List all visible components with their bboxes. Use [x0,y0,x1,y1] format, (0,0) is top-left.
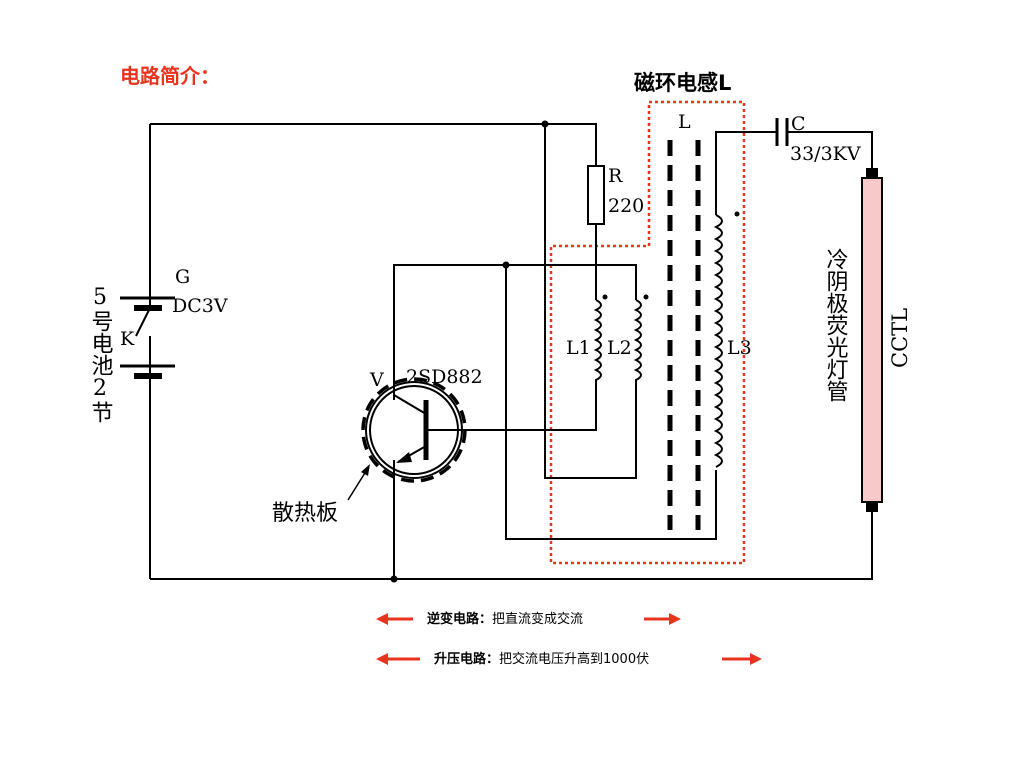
lamp-description: 冷阴极荧光灯管 [823,248,849,402]
junction-dots [390,120,549,583]
note-2-bold: 升压电路： [434,651,499,667]
core-box [549,100,746,565]
resistor-value: 220 [608,195,644,217]
transistor-model: 2SD882 [406,366,483,388]
transistor [361,377,467,483]
note-2-text: 把交流电压升高到1000伏 [499,651,649,667]
capacitor-value: 33/3KV [790,143,861,165]
coil-l3-dot [734,211,740,217]
battery [120,296,175,379]
battery-description: 5号电池2节 [88,285,114,423]
lamp-tube [861,177,883,503]
coil-l1 [593,299,602,385]
wires [149,123,873,580]
note-2: 升压电路：把交流电压升高到1000伏 [376,651,762,667]
battery-voltage: DC3V [172,295,228,317]
coil-l2-dot [643,294,649,300]
svg-text:升压电路：把交流电压升高到1000伏: 升压电路：把交流电压升高到1000伏 [434,651,649,667]
battery-label-g: G [175,266,190,288]
coil-l3 [713,214,723,468]
note-1: 逆变电路：把直流变成交流 [376,611,681,627]
note-1-text: 把直流变成交流 [492,611,583,627]
resistor [587,165,605,225]
resistor-label: R [608,165,623,187]
heatsink-label: 散热板 [272,501,338,526]
coil-l1-dot [602,294,608,300]
coil-l2 [633,299,642,382]
capacitor-label: C [791,113,806,135]
lamp-cap-top [866,168,878,178]
transistor-v-label: V [369,369,384,391]
switch-label-k: K [120,328,135,350]
svg-text:逆变电路：把直流变成交流: 逆变电路：把直流变成交流 [427,611,583,627]
heatsink-arrow-head [361,464,370,476]
page-title: 电路简介： [120,64,220,88]
coil-l1-label: L1 [566,337,591,359]
coil-l3-label: L3 [727,337,752,359]
lamp-cap-bottom [866,502,878,512]
core-l-label: L [678,111,691,133]
note-1-bold: 逆变电路： [427,611,492,627]
lamp-cctl-label: CCTL [888,308,912,368]
core-label: 磁环电感L [634,71,731,95]
coil-l2-label: L2 [607,337,632,359]
capacitor [775,118,789,146]
